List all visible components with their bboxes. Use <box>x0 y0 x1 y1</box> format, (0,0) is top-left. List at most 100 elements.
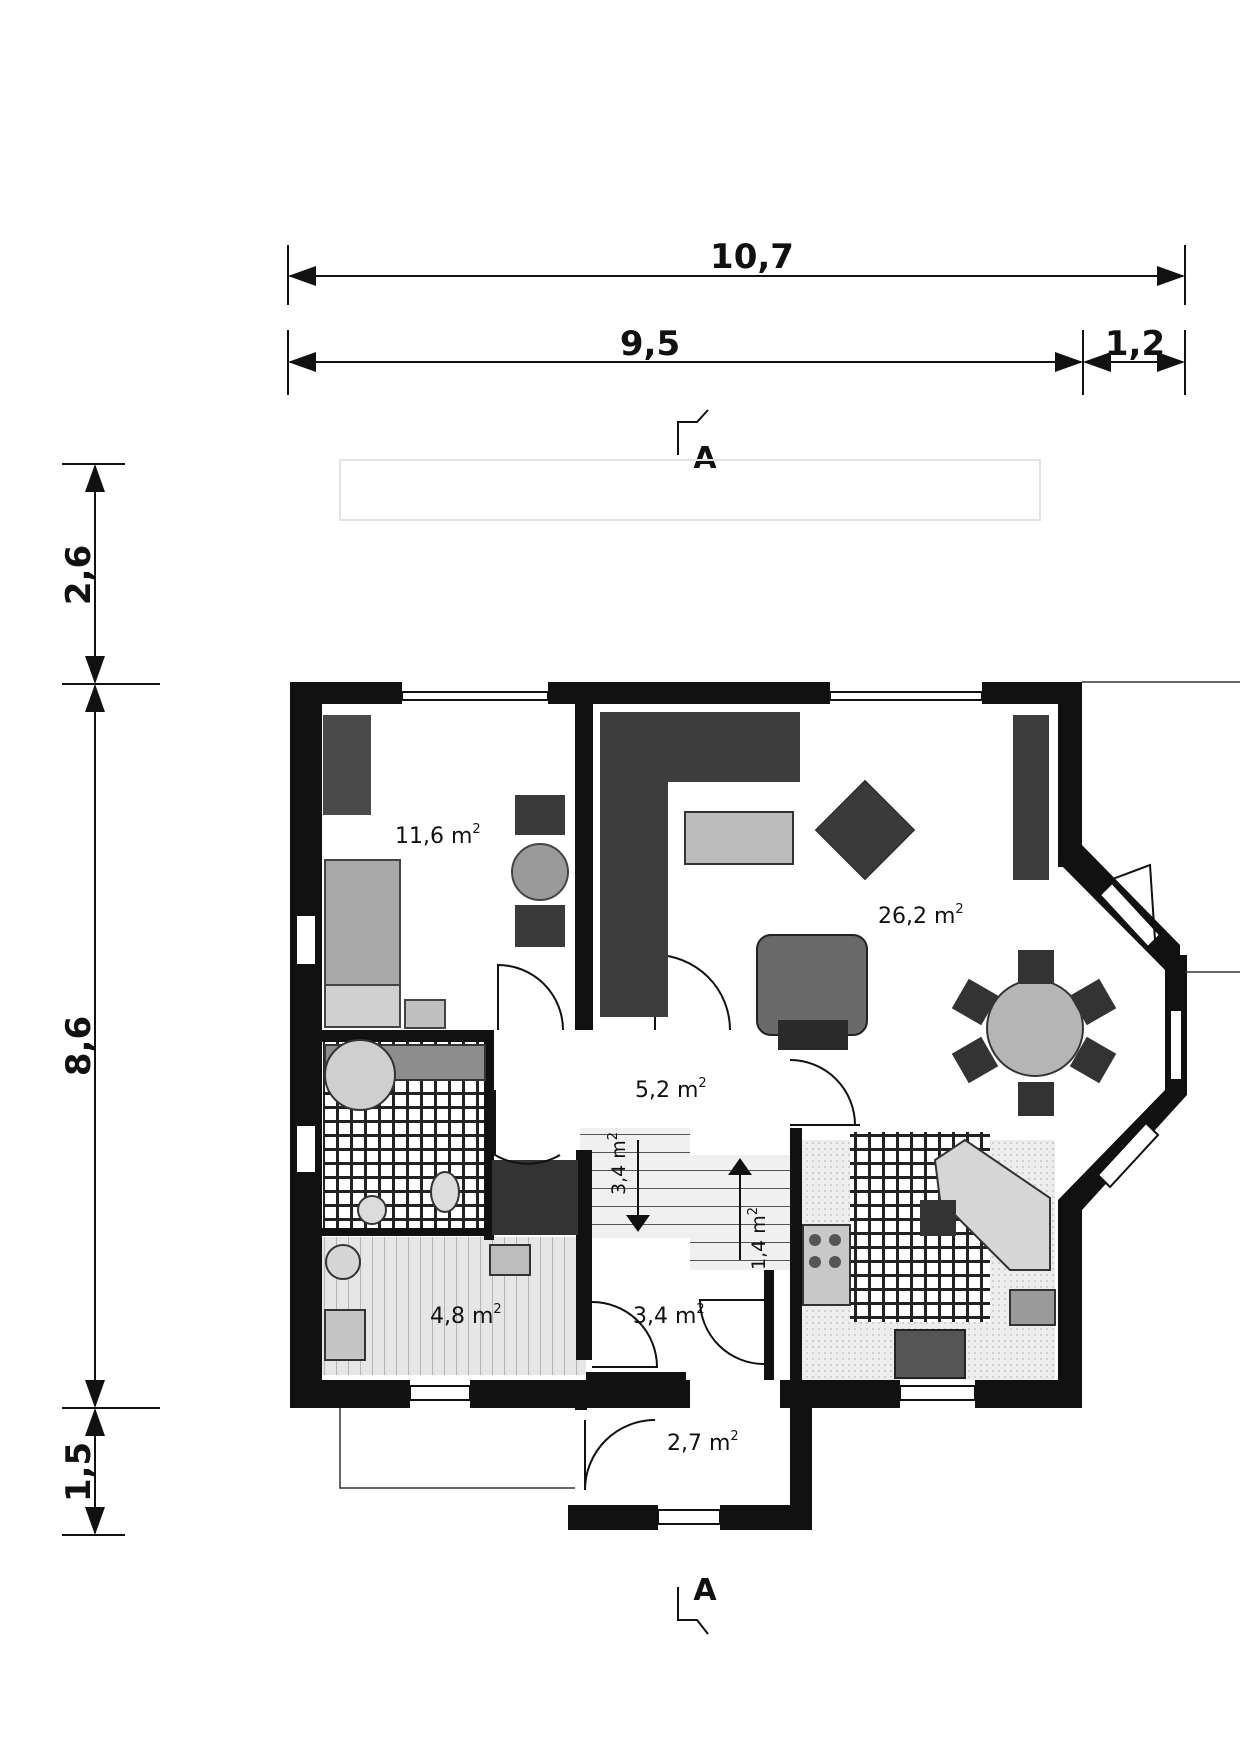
wall-kitchen-west <box>790 1128 802 1383</box>
door-bathroom[interactable] <box>591 1301 659 1368</box>
dimension-overall-width: 10,7 <box>287 237 1186 305</box>
door-vestibule[interactable] <box>698 1299 765 1365</box>
area-stair-up: 1,4 m2 <box>746 1207 770 1270</box>
hob-burner-1 <box>809 1234 821 1246</box>
area-hall: 5,2 m2 <box>635 1076 707 1103</box>
outdoor-outlines <box>339 681 1240 1489</box>
living-cabinet <box>1013 715 1049 880</box>
kitchen-sink <box>894 1329 966 1379</box>
dimension-vertical: 2,6 8,6 1,5 <box>59 463 160 1536</box>
window-bath-south <box>409 1385 471 1401</box>
dining-table <box>986 979 1084 1077</box>
dim-top-depth-label: 2,6 <box>59 545 99 605</box>
wc-toilet <box>430 1171 460 1213</box>
wall-bedroom-east <box>575 700 593 1030</box>
dining-chair-3 <box>951 978 999 1026</box>
dining-chair-6 <box>1069 1036 1117 1084</box>
window-living-north <box>829 691 983 701</box>
window-bay-ne <box>1098 881 1162 949</box>
bedroom-wardrobe <box>323 715 371 815</box>
wall-east-upper <box>1058 682 1082 867</box>
window-bedroom-north <box>401 691 549 701</box>
wall-entry-east <box>790 1380 812 1530</box>
section-marker-bottom: A <box>677 1573 717 1635</box>
window-bay-east <box>1169 1009 1183 1081</box>
window-wc-west <box>295 1124 317 1174</box>
bedroom-nightstand <box>404 999 446 1029</box>
window-bedroom-west <box>295 914 317 966</box>
wall-wc-east <box>484 1030 494 1240</box>
window-bay-se <box>1096 1121 1160 1189</box>
wall-south-1 <box>290 1380 410 1408</box>
wc-basin <box>357 1195 387 1225</box>
wall-entry-west <box>575 1380 587 1410</box>
stair-down-arrow <box>626 1215 650 1232</box>
stair-up-arrow <box>728 1158 752 1175</box>
wall-vestibule-east <box>764 1270 774 1380</box>
bedroom-chair-1 <box>515 795 565 835</box>
living-armchair <box>814 779 916 881</box>
bedroom-chair-2 <box>515 905 565 947</box>
hob-burner-4 <box>829 1256 841 1268</box>
hob-burner-2 <box>829 1234 841 1246</box>
hob-burner-3 <box>809 1256 821 1268</box>
door-entry[interactable] <box>584 1419 656 1491</box>
area-stair-down: 3,4 m2 <box>606 1132 630 1195</box>
door-wc[interactable] <box>494 1090 561 1165</box>
dim-entrance-depth-label: 1,5 <box>59 1442 99 1502</box>
door-terrace[interactable] <box>1109 863 1156 941</box>
dim-overall-width-label: 10,7 <box>710 237 794 277</box>
door-kitchen[interactable] <box>789 1059 857 1126</box>
wall-entry-south-1 <box>568 1505 658 1530</box>
window-kitchen-south <box>899 1385 976 1401</box>
terrace-south-outline <box>339 1408 575 1489</box>
area-entry: 2,7 m2 <box>667 1429 739 1456</box>
dimension-main-width: 9,5 1,2 <box>287 324 1186 395</box>
area-bedroom: 11,6 m2 <box>395 822 481 849</box>
wall-north-2 <box>548 682 830 704</box>
living-shelving-side <box>600 712 668 1017</box>
wall-wc-south <box>322 1228 494 1236</box>
fireplace-base <box>778 1020 848 1050</box>
dining-chair-1 <box>1018 950 1054 984</box>
room-labels: 11,6 m2 26,2 m2 5,2 m2 4,8 m2 3,4 m2 2,7… <box>395 822 964 1456</box>
bath-washer <box>324 1309 366 1361</box>
dining-chair-4 <box>1069 978 1117 1026</box>
wall-east-lower <box>1058 1200 1082 1408</box>
bath-sink <box>489 1244 531 1276</box>
utility-block <box>492 1160 578 1235</box>
wall-north-1 <box>290 682 402 704</box>
dining-chair-2 <box>1018 1082 1054 1116</box>
dim-main-width-label: 9,5 <box>620 324 680 364</box>
section-marker-top: A <box>677 409 717 476</box>
bath-basin <box>325 1244 361 1280</box>
kitchen-chair <box>920 1200 956 1236</box>
stair-arrows <box>626 1140 752 1260</box>
section-marker-bottom-label: A <box>693 1573 717 1608</box>
dining-chair-5 <box>951 1036 999 1084</box>
dim-house-depth-label: 8,6 <box>59 1016 99 1076</box>
wall-bath-east <box>576 1150 592 1360</box>
windows <box>295 691 1183 1525</box>
dim-bay-width-label: 1,2 <box>1105 324 1165 364</box>
bedroom-table <box>511 843 569 901</box>
terrace-outline <box>339 459 1041 521</box>
furniture <box>323 712 1117 1379</box>
wall-south-4 <box>975 1380 1082 1408</box>
living-sofa <box>684 811 794 865</box>
area-living-dining: 26,2 m2 <box>878 902 964 929</box>
wall-entry-south-2 <box>720 1505 812 1530</box>
wall-wc-north <box>322 1030 494 1042</box>
door-bedroom[interactable] <box>497 963 564 1031</box>
wc-shower <box>324 1039 396 1111</box>
window-entry-south <box>657 1509 721 1525</box>
wall-north-3 <box>982 682 1082 704</box>
kitchen-fridge <box>1009 1289 1056 1326</box>
area-bathroom: 4,8 m2 <box>430 1302 502 1329</box>
wall-vestibule-south <box>586 1372 686 1380</box>
section-marker-top-label: A <box>693 441 717 476</box>
area-vestibule: 3,4 m2 <box>633 1302 705 1329</box>
bedroom-bed-foot <box>324 984 401 1028</box>
wall-west <box>290 682 322 1408</box>
